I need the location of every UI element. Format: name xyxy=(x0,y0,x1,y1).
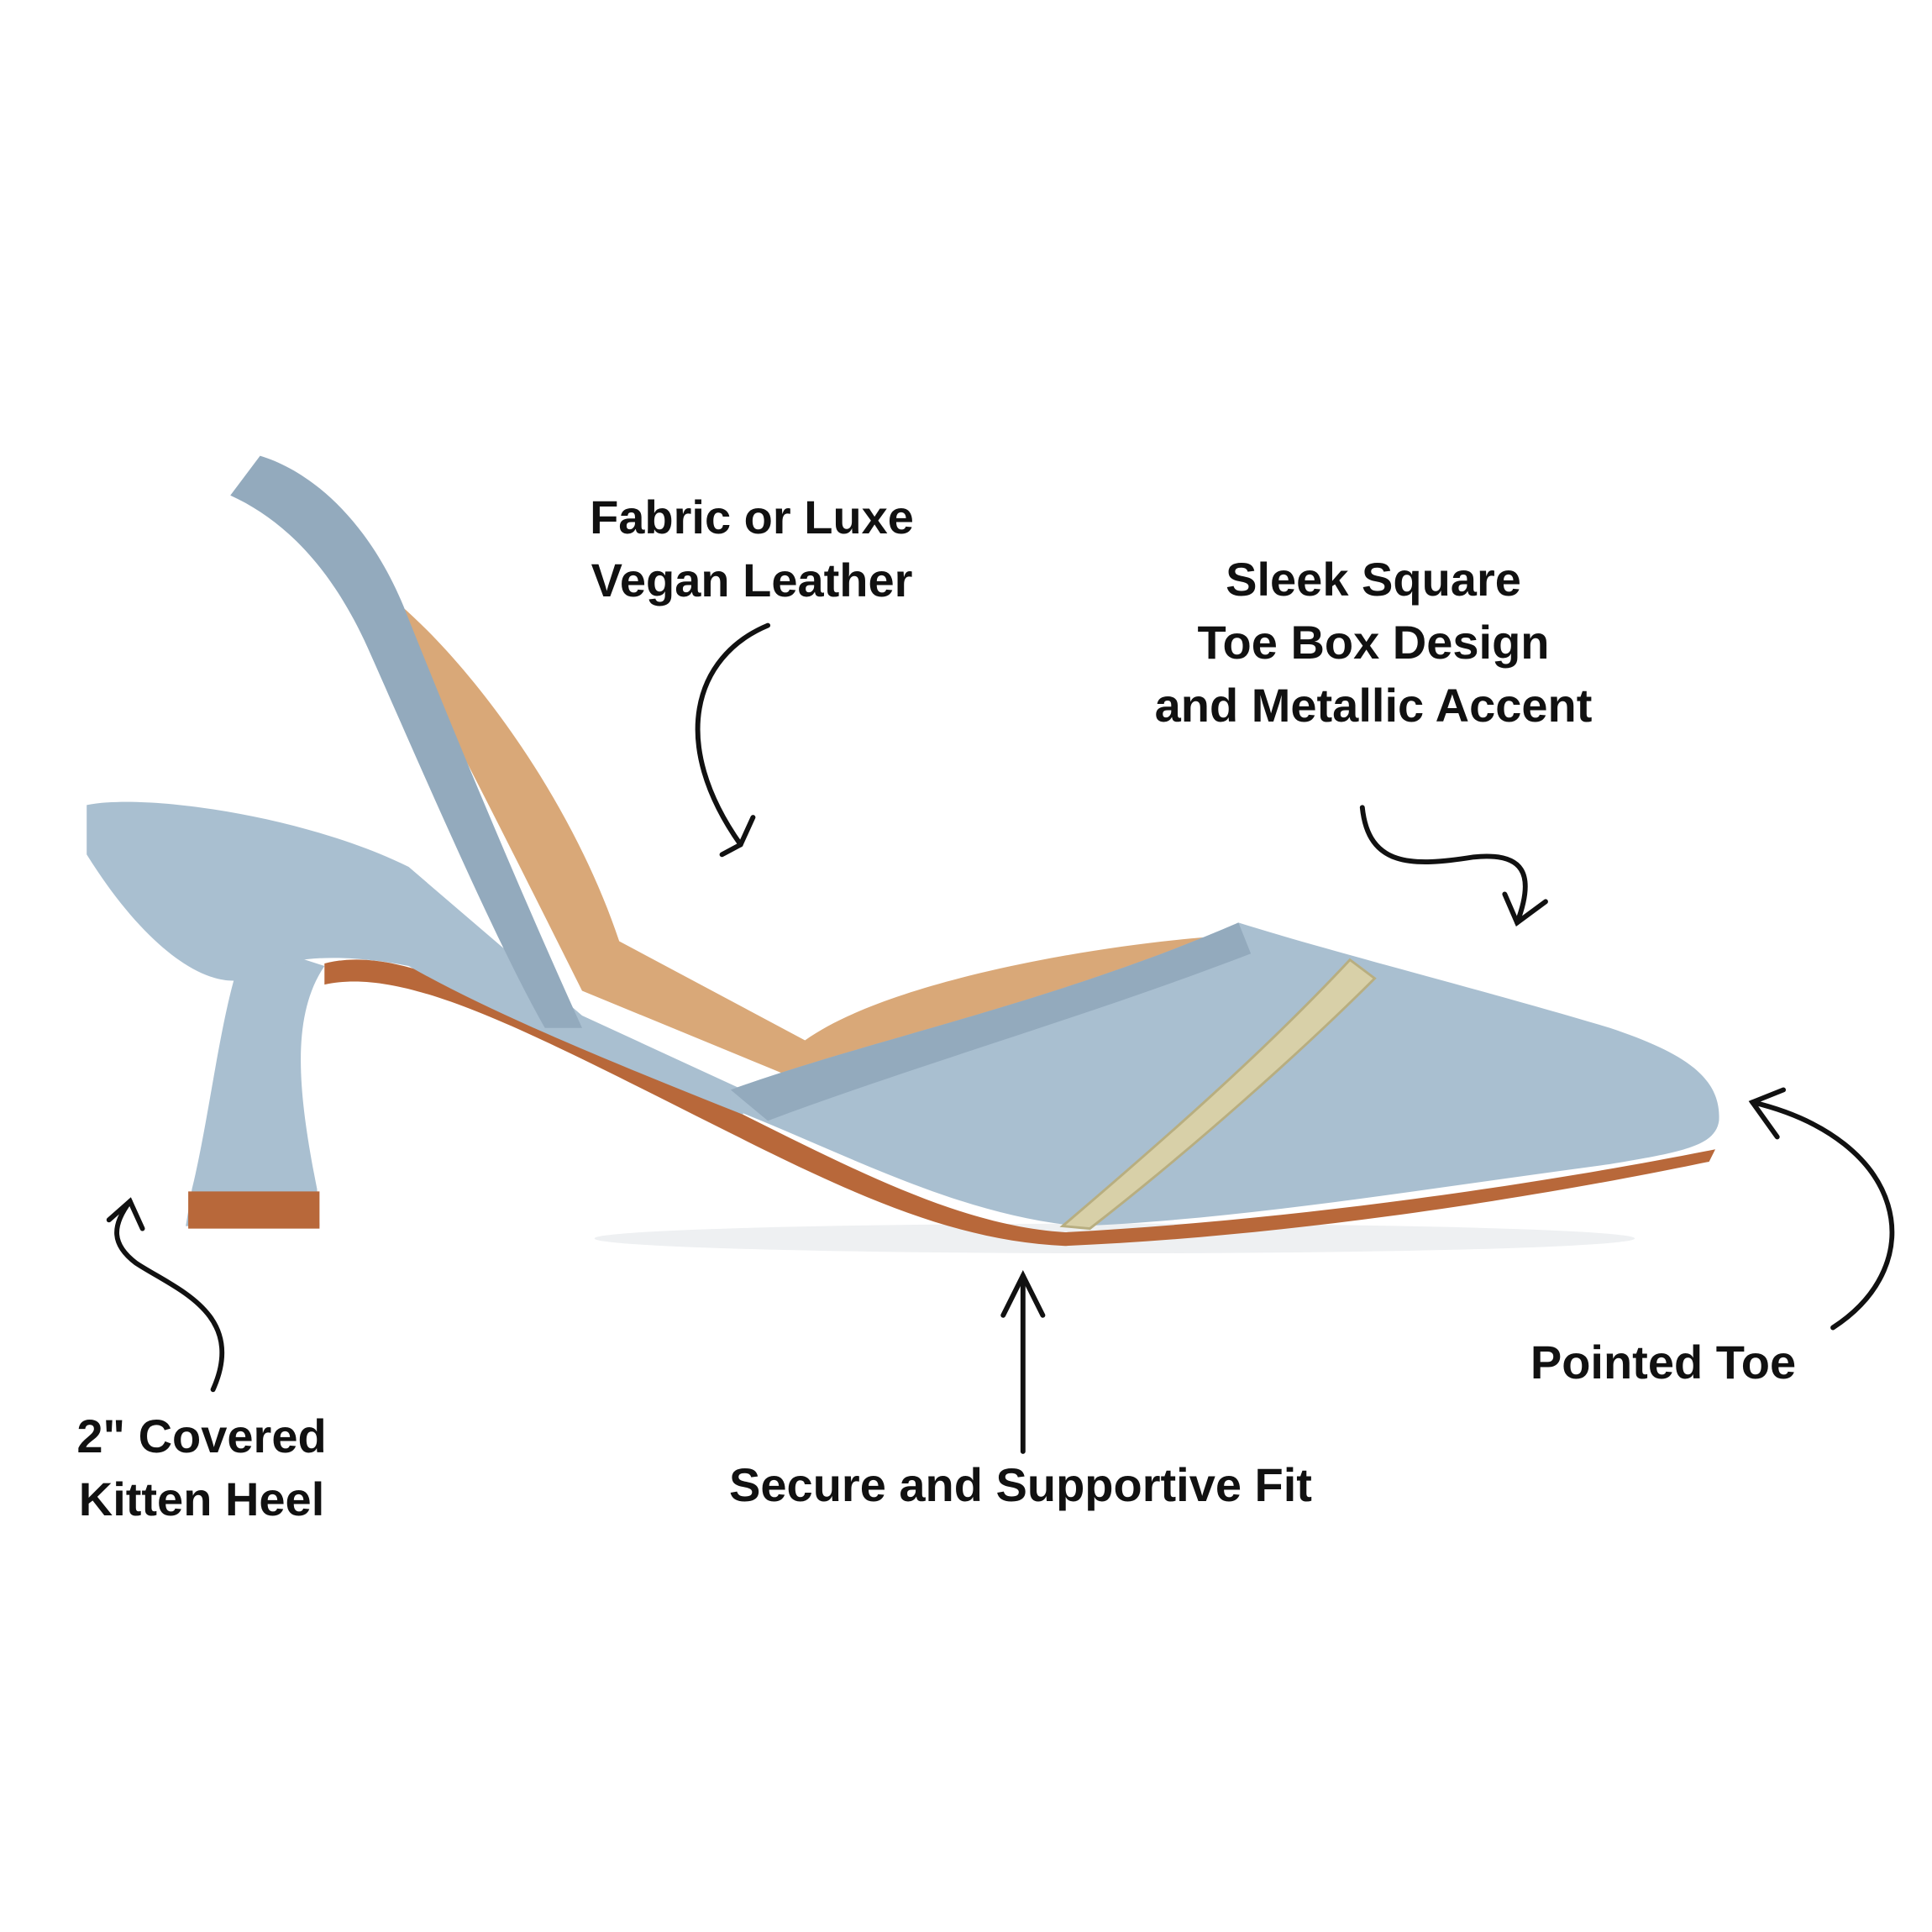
toe-box-label-line: Toe Box Design xyxy=(1197,616,1550,669)
toe-box-label: Sleek Square Toe Box Design and Metallic… xyxy=(1084,548,1663,737)
material-arrow xyxy=(695,622,771,848)
fit-label-line: Secure and Supportive Fit xyxy=(729,1458,1312,1511)
arrow-head-icon xyxy=(106,1197,145,1231)
arrow-head-icon xyxy=(1000,1269,1046,1318)
lining xyxy=(371,581,1239,1078)
arrow-head-icon xyxy=(719,815,756,858)
toe-box xyxy=(730,922,1719,1226)
fit-label: Secure and Supportive Fit xyxy=(680,1453,1361,1516)
material-label-line: Fabric or Luxe xyxy=(590,491,914,543)
topline-binding xyxy=(730,922,1252,1121)
heel-arrow xyxy=(114,1199,225,1393)
heel-counter xyxy=(87,801,743,1115)
toe-box-arrow xyxy=(1359,805,1528,926)
toe-box-label-line: Sleek Square xyxy=(1226,553,1521,606)
toe-box-label-line: and Metallic Accent xyxy=(1154,679,1593,732)
heel xyxy=(186,941,325,1226)
pointed-toe-label-line: Pointed Toe xyxy=(1530,1336,1797,1389)
slingback-strap xyxy=(230,455,582,1028)
metallic-accent xyxy=(1059,958,1377,1231)
arrow-head-icon xyxy=(1748,1087,1787,1140)
arrow-head-icon xyxy=(1502,891,1548,927)
heel-label-line: 2" Covered xyxy=(76,1410,327,1462)
heel-label: 2" Covered Kitten Heel xyxy=(50,1404,353,1530)
heel-label-line: Kitten Heel xyxy=(78,1473,325,1525)
pointed-toe-arrow xyxy=(1750,1100,1895,1331)
pointed-toe-label: Pointed Toe xyxy=(1504,1331,1823,1394)
material-label: Fabric or Luxe Vegan Leather xyxy=(538,486,966,612)
annotation-arrows xyxy=(106,622,1895,1454)
material-label-line: Vegan Leather xyxy=(591,554,913,606)
heel-tip xyxy=(188,1191,320,1229)
